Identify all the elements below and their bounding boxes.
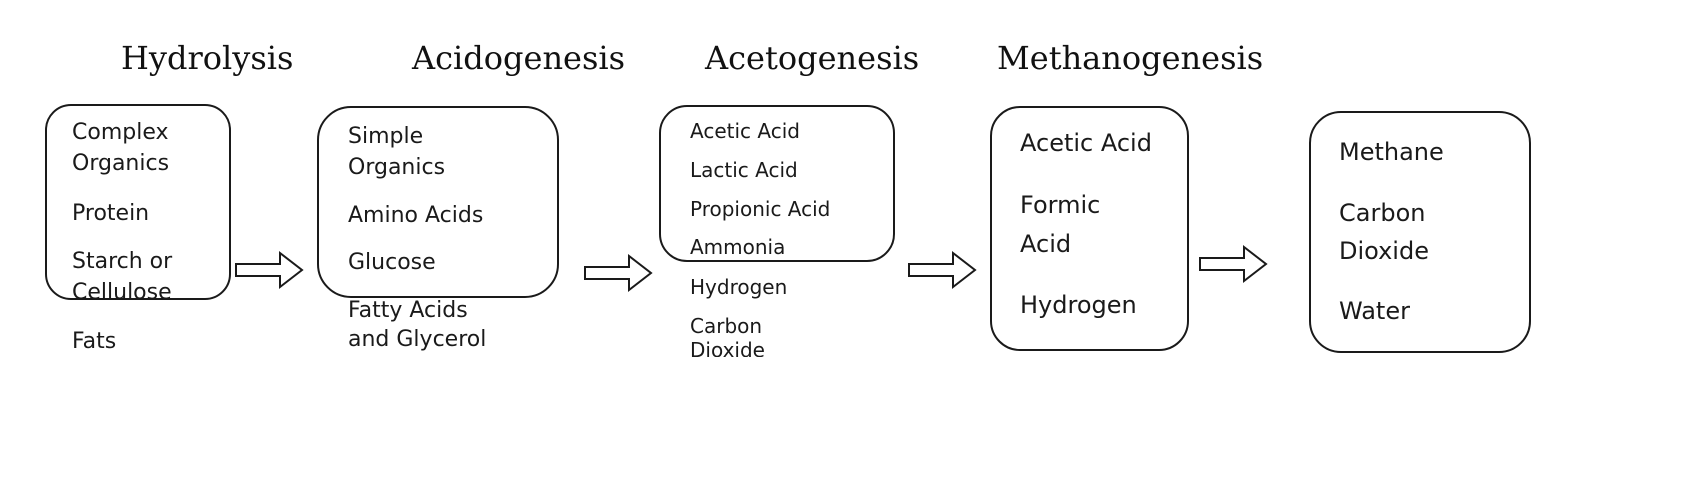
acidogenesis-item: Glucose [348, 250, 436, 275]
acidogenesis-item: Organics [348, 155, 446, 180]
methanogenesis-item: Formic [1020, 191, 1101, 219]
acidogenesis-item: Simple [348, 124, 424, 149]
acidogenesis-outside-item: and Glycerol [348, 327, 487, 352]
acetogenesis-outside-item: Carbon [690, 314, 763, 338]
stage-title-hydrolysis: Hydrolysis [121, 39, 294, 77]
hydrolysis-item: Organics [72, 151, 170, 176]
methanogenesis-item: Acetic Acid [1020, 129, 1152, 157]
acetogenesis-outside-item: Dioxide [690, 340, 765, 357]
stage-title-methanogenesis: Methanogenesis [997, 39, 1264, 77]
products-item: Dioxide [1339, 237, 1429, 265]
products-box [1309, 111, 1531, 353]
hydrolysis-box [45, 104, 231, 300]
arrow-right-icon [908, 250, 977, 290]
acetogenesis-item: Propionic Acid [690, 197, 831, 221]
hydrolysis-item: Complex [72, 120, 169, 145]
stage-title-acidogenesis: Acidogenesis [412, 39, 626, 77]
stage-title-acetogenesis: Acetogenesis [705, 39, 920, 77]
acetogenesis-outside-item: Hydrogen [690, 275, 788, 299]
acidogenesis-box [317, 106, 559, 298]
arrow-right-icon [235, 250, 304, 290]
arrow-right-icon [1199, 244, 1268, 284]
methanogenesis-item: Acid [1020, 230, 1072, 258]
products-item: Water [1339, 297, 1410, 325]
hydrolysis-item: Protein [72, 201, 150, 226]
acetogenesis-item: Lactic Acid [690, 158, 798, 182]
hydrolysis-outside-item: Fats [72, 329, 117, 354]
acidogenesis-outside-item: Fatty Acids [348, 298, 468, 323]
products-item: Carbon [1339, 199, 1426, 227]
acidogenesis-item: Amino Acids [348, 203, 484, 228]
acetogenesis-item: Ammonia [690, 235, 786, 259]
arrow-right-icon [584, 253, 653, 293]
acetogenesis-box [659, 105, 895, 262]
products-item: Methane [1339, 138, 1444, 166]
hydrolysis-item: Cellulose [72, 282, 172, 298]
acetogenesis-item: Acetic Acid [690, 119, 800, 143]
methanogenesis-box [990, 106, 1189, 351]
hydrolysis-item: Starch or [72, 249, 173, 274]
methanogenesis-item: Hydrogen [1020, 291, 1137, 319]
